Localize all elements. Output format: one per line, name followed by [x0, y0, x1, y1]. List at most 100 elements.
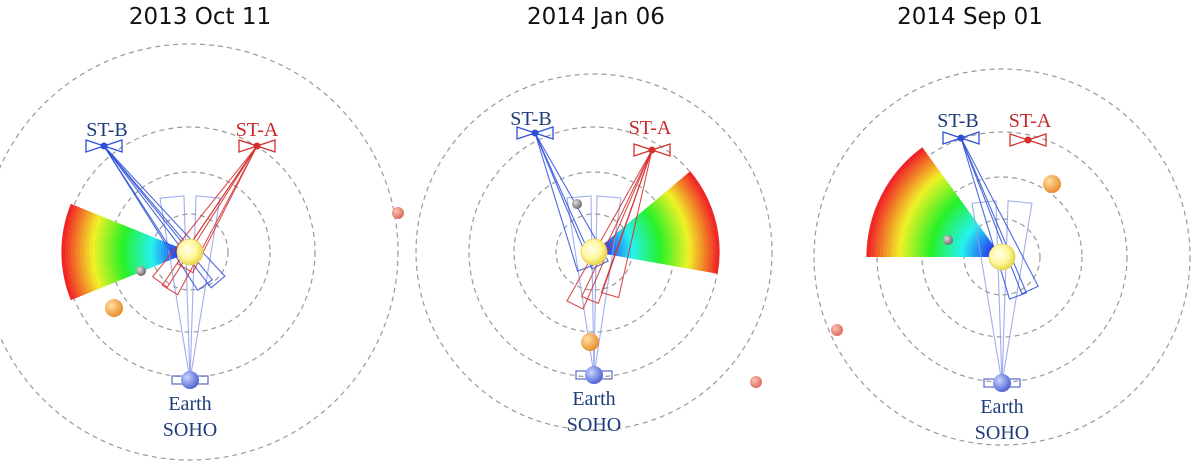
venus-icon	[105, 299, 123, 317]
sun-icon	[988, 243, 1016, 271]
cme-wedge-band	[680, 176, 711, 273]
cme-wedge-band	[118, 225, 127, 279]
cme-wedge-band	[139, 233, 147, 271]
sta-label: ST-A	[236, 119, 279, 141]
cme-wedge-band	[627, 222, 641, 261]
solar-panel-icon	[85, 139, 107, 153]
stereo-a-icon	[238, 139, 276, 153]
cme-wedge-band	[635, 214, 653, 263]
cme-wedge-band	[613, 233, 624, 258]
field-of-view-line	[534, 132, 609, 270]
orbit-ring	[921, 176, 1083, 338]
cme-wedge-band	[983, 242, 994, 257]
cme-wedge-band	[157, 239, 164, 265]
earth-icon	[585, 366, 603, 384]
cme-wedge-band	[624, 223, 638, 260]
cme-wedge-band	[91, 215, 102, 289]
solar-panel-icon	[532, 126, 554, 140]
spacecraft-body-icon	[957, 134, 965, 142]
cme-wedge-band	[130, 229, 139, 275]
orbit-ring	[876, 131, 1128, 383]
solar-panel-icon	[958, 131, 980, 145]
mars-icon	[831, 324, 843, 336]
cme-wedge-band	[638, 212, 656, 263]
sta-label: ST-A	[1009, 110, 1052, 132]
cme-wedge-band	[662, 191, 688, 269]
cme-wedge-band	[121, 226, 130, 278]
mercury-icon	[572, 199, 582, 209]
earth-icon	[181, 371, 199, 389]
mars-orbit	[813, 68, 1191, 446]
cme-wedge-band	[160, 240, 166, 264]
field-of-view-line	[960, 137, 1039, 295]
earth-soho-icon	[983, 374, 1021, 392]
earth-label: Earth	[572, 388, 615, 410]
sta-label: ST-A	[629, 117, 672, 139]
cme-wedge-band	[665, 190, 691, 269]
mars-orbit	[415, 73, 773, 431]
cme-wedge-band	[974, 234, 988, 257]
cme-wedge-band	[660, 193, 685, 268]
cme-wedge-band	[88, 213, 100, 291]
venus-icon	[1043, 175, 1061, 193]
cme-wedge-band	[653, 199, 676, 267]
cme-wedge-band	[611, 235, 621, 257]
cme-wedge-band	[151, 237, 158, 267]
cme-wedge-band	[145, 235, 152, 269]
cme-wedge-band	[136, 231, 144, 273]
cme-wedge-band	[115, 224, 125, 280]
cme-wedge-band	[64, 204, 77, 300]
cme-wedge-band	[61, 203, 75, 301]
cme-wedge-band	[97, 217, 108, 287]
cme-wedge-band	[671, 184, 700, 271]
cme-wedge-band	[73, 208, 86, 296]
field-of-view-line	[566, 195, 595, 376]
sun-icon	[176, 238, 204, 266]
cme-wedge-band	[656, 197, 679, 267]
spacecraft-body-icon	[1024, 136, 1032, 144]
earth-soho-icon	[575, 366, 613, 384]
cme-wedge-band	[980, 239, 992, 257]
field-of-view-line	[1001, 200, 1033, 384]
earth-soho-icon	[171, 371, 209, 389]
field-of-view-line	[103, 145, 214, 292]
mercury-icon	[943, 235, 953, 245]
cme-wedge-band	[658, 195, 682, 268]
solar-panel-icon	[101, 139, 123, 153]
cme-wedge-band	[642, 208, 662, 264]
soho-label: SOHO	[975, 422, 1029, 444]
spacecraft-body-icon	[253, 142, 261, 150]
cme-wedge-band	[644, 206, 665, 265]
soho-label: SOHO	[567, 414, 621, 436]
cme-wedge-band	[674, 182, 703, 271]
cme-wedge-band	[687, 171, 720, 274]
stereo-a-icon	[633, 143, 671, 157]
cme-wedge-band	[100, 218, 111, 286]
orbit-ring	[64, 126, 316, 378]
cme-wedge-band	[618, 229, 629, 259]
earth-label: Earth	[980, 396, 1023, 418]
stereo-b-icon	[516, 126, 554, 140]
cme-wedge-band	[76, 209, 89, 295]
panel-2-title: 2014 Jan 06	[527, 4, 665, 30]
stereo-b-icon	[85, 139, 123, 153]
field-of-view-line	[971, 200, 1003, 384]
mars-orbit	[0, 43, 399, 461]
stereo-b-icon	[942, 131, 980, 145]
cme-wedge-band	[640, 210, 659, 264]
cme-wedge-band	[649, 203, 670, 266]
spacecraft-body-icon	[100, 142, 108, 150]
field-of-view-line	[600, 149, 653, 299]
cme-wedge-band	[106, 220, 116, 284]
cme-wedge-band	[633, 216, 650, 262]
cme-wedge-band	[667, 188, 694, 270]
cme-wedge-band	[85, 212, 97, 292]
soho-label: SOHO	[163, 419, 217, 441]
field-of-view-line	[151, 145, 258, 289]
venus-icon	[581, 333, 599, 351]
cme-wedge-band	[676, 180, 705, 272]
cme-wedge-band	[133, 230, 141, 274]
cme-wedge-band	[103, 219, 114, 285]
cme-wedge-band	[678, 178, 708, 272]
